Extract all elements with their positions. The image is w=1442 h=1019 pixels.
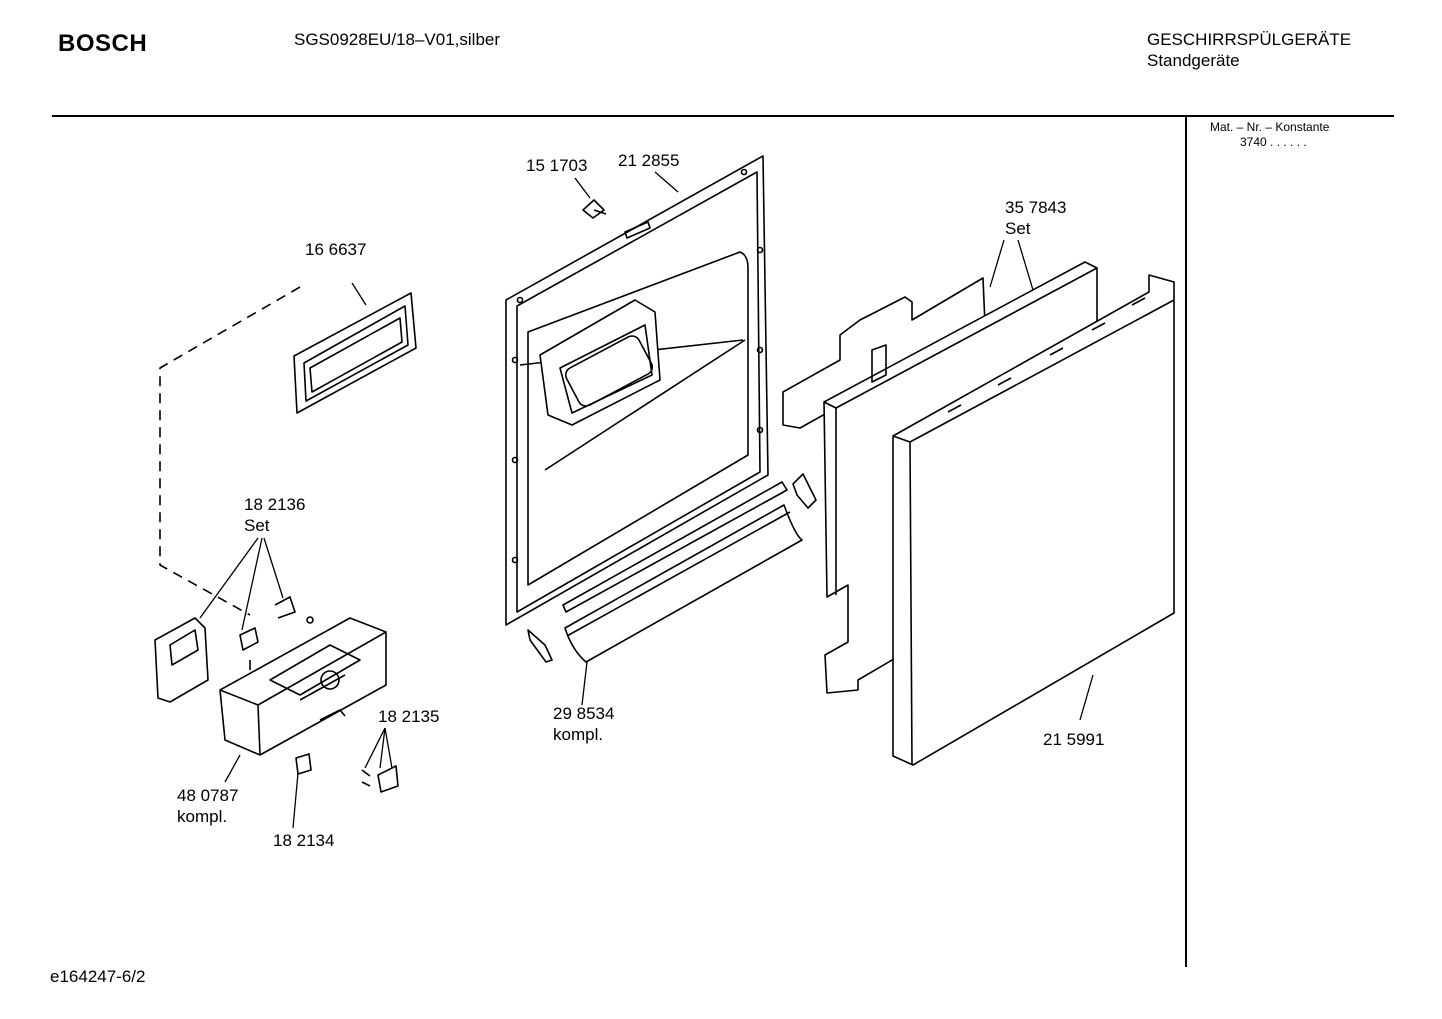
model-number: SGS0928EU/18–V01,silber: [294, 30, 501, 49]
screw-part: [582, 199, 607, 219]
category-subtitle: Standgeräte: [1147, 51, 1240, 70]
brand-logo: BOSCH: [58, 30, 148, 57]
document-id: e164247-6/2: [50, 967, 146, 986]
inner-door-panel: [505, 155, 769, 626]
part-label-166637: 16 6637: [305, 240, 367, 259]
header-divider: [52, 115, 1394, 117]
part-label-182135: 18 2135: [378, 707, 440, 726]
assembly-guide-line: [159, 286, 301, 616]
part-label-212855: 21 2855: [618, 151, 680, 170]
sidebar-value: 3740 . . . . . .: [1240, 135, 1307, 149]
hinge-bracket: [792, 473, 817, 509]
sidebar-heading: Mat. – Nr. – Konstante: [1210, 120, 1330, 134]
control-module: [219, 617, 387, 756]
sidebar-divider: [1185, 116, 1187, 967]
part-label-215991: 21 5991: [1043, 730, 1105, 749]
leader-lines: [199, 171, 1094, 829]
frame-part: [293, 292, 417, 414]
part-label-151703: 15 1703: [526, 156, 588, 175]
small-clip: [239, 627, 259, 651]
spring-pin: [274, 596, 296, 619]
outer-door-panel: [892, 274, 1175, 766]
category-title: GESCHIRRSPÜLGERÄTE: [1147, 30, 1352, 49]
seal-strip: [527, 481, 803, 663]
switch-part: [295, 753, 312, 775]
part-label-182134: 18 2134: [273, 831, 335, 850]
switch-clip: [377, 765, 399, 793]
